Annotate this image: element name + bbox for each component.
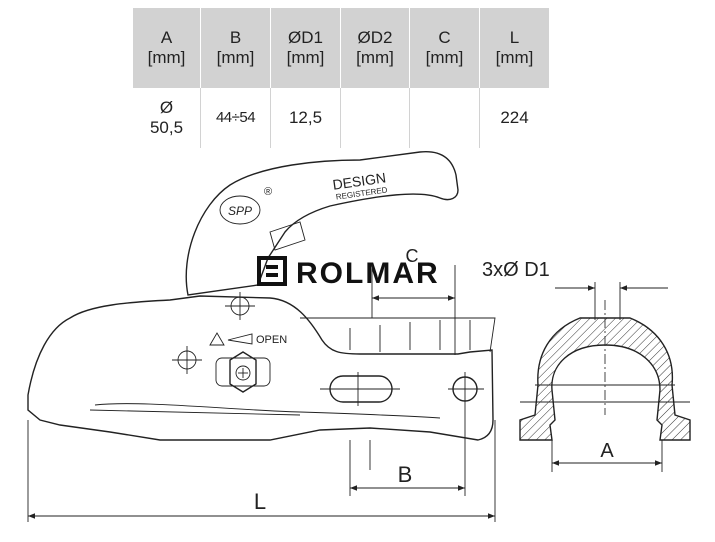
dimension-table: A[mm] B[mm] ØD1[mm] ØD2[mm] C[mm] L[mm] … [133, 8, 549, 148]
mounting-hole [448, 372, 484, 406]
brand-text: ROLMAR [296, 257, 440, 290]
value-cell-c [409, 88, 480, 148]
header-cell-b: B[mm] [200, 8, 271, 88]
header-cell-d1: ØD1[mm] [270, 8, 341, 88]
dimension-c: C [371, 246, 456, 355]
spp-logo: SPP ® [219, 186, 272, 225]
registered-mark: ® [264, 186, 272, 198]
value-cell-b: 44÷54 [200, 88, 271, 148]
value-cell-d2 [340, 88, 410, 148]
handle [185, 151, 459, 296]
value-cell-d1: 12,5 [270, 88, 341, 148]
dim-c-label: C [406, 246, 419, 266]
value-cell-l: 224 [479, 88, 549, 148]
dim-b-label: B [398, 462, 413, 487]
lock-indicator [215, 351, 271, 393]
dim-a-label: A [600, 440, 614, 462]
warning-open: OPEN [209, 332, 287, 346]
header-cell-l: L[mm] [479, 8, 549, 88]
bolt-hole-left [172, 346, 202, 374]
design-text: DESIGN [332, 169, 387, 192]
dimension-l: L [27, 420, 496, 522]
coupling-body [27, 295, 496, 441]
dimension-b: B [349, 406, 466, 496]
logo-text: SPP [228, 204, 252, 218]
table-header-row: A[mm] B[mm] ØD1[mm] ØD2[mm] C[mm] L[mm] [133, 8, 549, 88]
header-cell-d2: ØD2[mm] [340, 8, 410, 88]
section-view: 3xØ D1 A [482, 259, 691, 472]
header-cell-c: C[mm] [409, 8, 480, 88]
rolmar-watermark: ROLMAR [257, 256, 440, 290]
open-label: OPEN [256, 334, 287, 346]
bolt-hole-top [225, 292, 255, 320]
dim-d1-label: 3xØ D1 [482, 259, 550, 281]
header-cell-a: A[mm] [133, 8, 201, 88]
mounting-slot [320, 372, 400, 406]
dim-l-label: L [254, 489, 266, 514]
